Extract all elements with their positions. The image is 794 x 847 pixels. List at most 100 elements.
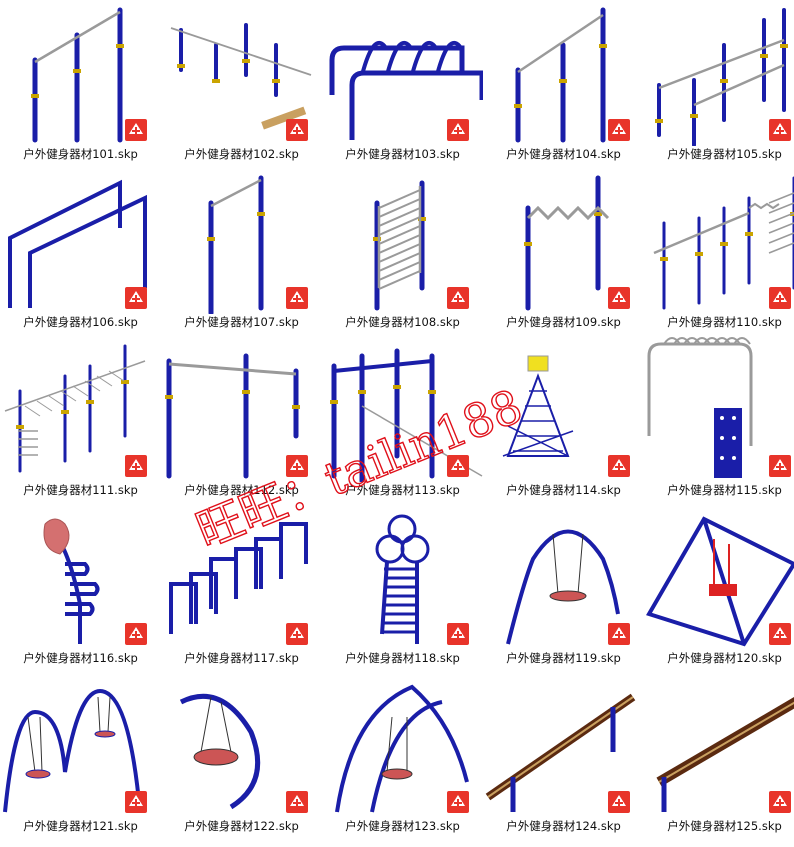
sketchup-file-icon [285,790,309,814]
file-name-label: 户外健身器材101.skp [23,147,138,161]
file-tile[interactable]: 户外健身器材106.skp [0,168,161,336]
sketchup-file-icon [285,118,309,142]
file-name-label: 户外健身器材117.skp [184,651,299,665]
equipment-thumbnail [322,0,483,146]
equipment-thumbnail [161,0,322,146]
file-tile[interactable]: 户外健身器材125.skp [644,672,794,840]
sketchup-file-icon [124,454,148,478]
file-name-label: 户外健身器材113.skp [345,483,460,497]
sketchup-file-icon [768,286,792,310]
sketchup-file-icon [768,790,792,814]
file-name-label: 户外健身器材102.skp [184,147,299,161]
file-tile[interactable]: 户外健身器材124.skp [483,672,644,840]
sketchup-file-icon [124,286,148,310]
sketchup-file-icon [446,286,470,310]
sketchup-file-icon [285,622,309,646]
equipment-thumbnail [161,168,322,314]
sketchup-file-icon [285,454,309,478]
file-name-label: 户外健身器材105.skp [667,147,782,161]
file-name-label: 户外健身器材108.skp [345,315,460,329]
sketchup-file-icon [607,622,631,646]
file-tile[interactable]: 户外健身器材105.skp [644,0,794,168]
equipment-thumbnail [644,168,794,314]
file-name-label: 户外健身器材123.skp [345,819,460,833]
sketchup-file-icon [446,790,470,814]
equipment-thumbnail [0,672,161,818]
file-tile[interactable]: 户外健身器材123.skp [322,672,483,840]
sketchup-file-icon [607,118,631,142]
equipment-thumbnail [0,504,161,650]
sketchup-file-icon [446,622,470,646]
sketchup-file-icon [124,118,148,142]
equipment-thumbnail [322,336,483,482]
file-tile[interactable]: 户外健身器材119.skp [483,504,644,672]
file-tile[interactable]: 户外健身器材121.skp [0,672,161,840]
file-tile[interactable]: 户外健身器材101.skp [0,0,161,168]
file-tile[interactable]: 户外健身器材102.skp [161,0,322,168]
file-name-label: 户外健身器材114.skp [506,483,621,497]
file-name-label: 户外健身器材125.skp [667,819,782,833]
file-name-label: 户外健身器材112.skp [184,483,299,497]
equipment-thumbnail [0,168,161,314]
file-name-label: 户外健身器材109.skp [506,315,621,329]
file-name-label: 户外健身器材103.skp [345,147,460,161]
equipment-thumbnail [483,336,644,482]
equipment-thumbnail [483,0,644,146]
equipment-thumbnail [0,336,161,482]
sketchup-file-icon [768,622,792,646]
file-name-label: 户外健身器材107.skp [184,315,299,329]
sketchup-file-icon [607,790,631,814]
file-name-label: 户外健身器材120.skp [667,651,782,665]
file-tile[interactable]: 户外健身器材103.skp [322,0,483,168]
sketchup-file-icon [768,118,792,142]
equipment-thumbnail [161,672,322,818]
sketchup-file-icon [285,286,309,310]
equipment-thumbnail [322,504,483,650]
file-tile[interactable]: 户外健身器材111.skp [0,336,161,504]
file-tile[interactable]: 户外健身器材115.skp [644,336,794,504]
equipment-thumbnail [0,0,161,146]
sketchup-file-icon [124,622,148,646]
file-tile[interactable]: 户外健身器材112.skp [161,336,322,504]
file-name-label: 户外健身器材121.skp [23,819,138,833]
sketchup-file-icon [446,118,470,142]
file-tile[interactable]: 户外健身器材117.skp [161,504,322,672]
file-tile[interactable]: 户外健身器材104.skp [483,0,644,168]
file-name-label: 户外健身器材118.skp [345,651,460,665]
equipment-thumbnail [483,168,644,314]
file-tile[interactable]: 户外健身器材120.skp [644,504,794,672]
equipment-thumbnail [644,0,794,146]
equipment-thumbnail [644,504,794,650]
file-name-label: 户外健身器材115.skp [667,483,782,497]
sketchup-file-icon [768,454,792,478]
file-name-label: 户外健身器材106.skp [23,315,138,329]
equipment-thumbnail [322,168,483,314]
sketchup-file-icon [124,790,148,814]
file-tile[interactable]: 户外健身器材107.skp [161,168,322,336]
file-tile[interactable]: 户外健身器材118.skp [322,504,483,672]
file-tile[interactable]: 户外健身器材109.skp [483,168,644,336]
equipment-thumbnail [483,504,644,650]
sketchup-file-icon [607,454,631,478]
file-tile[interactable]: 户外健身器材113.skp [322,336,483,504]
file-name-label: 户外健身器材119.skp [506,651,621,665]
file-name-label: 户外健身器材116.skp [23,651,138,665]
equipment-thumbnail [483,672,644,818]
file-name-label: 户外健身器材111.skp [23,483,138,497]
sketchup-file-icon [607,286,631,310]
equipment-thumbnail [322,672,483,818]
equipment-thumbnail [161,504,322,650]
file-tile[interactable]: 户外健身器材108.skp [322,168,483,336]
file-name-label: 户外健身器材104.skp [506,147,621,161]
sketchup-file-icon [446,454,470,478]
file-tile[interactable]: 户外健身器材114.skp [483,336,644,504]
file-name-label: 户外健身器材122.skp [184,819,299,833]
equipment-thumbnail [644,672,794,818]
file-name-label: 户外健身器材110.skp [667,315,782,329]
equipment-thumbnail [161,336,322,482]
file-tile[interactable]: 户外健身器材110.skp [644,168,794,336]
file-name-label: 户外健身器材124.skp [506,819,621,833]
file-tile[interactable]: 户外健身器材122.skp [161,672,322,840]
file-tile[interactable]: 户外健身器材116.skp [0,504,161,672]
